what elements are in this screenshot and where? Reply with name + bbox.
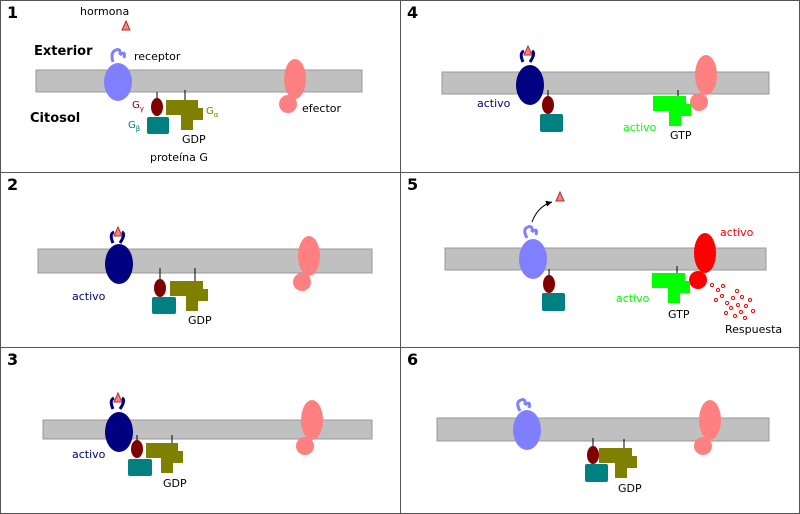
effector-icon [284,59,306,99]
g-gamma-icon [131,440,143,458]
receptor-binding-site [109,230,126,244]
panel-6-content: GDP [436,398,770,495]
respuesta-label: Respuesta [725,323,782,336]
g-beta-icon [152,297,176,314]
membrane [444,247,767,271]
g-beta-icon [147,117,169,134]
gdp-label: GDP [618,482,642,495]
panel-number: 6 [407,350,419,369]
receptor-binding-site [519,49,536,63]
g-beta-icon [585,464,608,482]
receptor-icon [513,410,541,450]
panel-4-content: activo activo GTP [441,44,770,142]
gtp-label: GTP [668,308,690,321]
g-gamma-icon [543,275,555,293]
exterior-label: Exterior [34,44,93,59]
receptor-binding-site [110,48,126,63]
effector-catalytic-icon [293,273,311,291]
receptor-icon [519,239,547,279]
activo-label: activo [72,448,106,461]
g-beta-icon [540,114,563,132]
hormone-icon [555,190,565,202]
hormone-icon [523,44,533,56]
activo-label: activo [72,290,106,303]
effector-catalytic-icon [689,271,707,289]
g-beta-icon [542,293,565,311]
effector-icon [301,400,323,440]
gdp-label: GDP [182,133,206,146]
receptor-binding-site [516,398,531,412]
panel-number: 2 [7,175,19,194]
panel-2-content: activo GDP [37,225,373,327]
panel-number: 3 [7,350,19,369]
receptor-icon [516,65,544,105]
receptor-icon [105,412,133,452]
g-alpha-label: Gα [206,106,219,119]
effector-catalytic-icon [694,437,712,455]
membrane [441,71,770,95]
g-alpha-active-icon [652,273,690,303]
g-gamma-label: Gγ [132,100,144,113]
g-gamma-icon [151,98,163,116]
citosol-label: Citosol [30,111,80,126]
gdp-label: GDP [163,477,187,490]
g-alpha-icon [170,281,208,311]
g-gamma-icon [587,446,599,464]
effector-icon [695,55,717,95]
effector-catalytic-icon [279,95,297,113]
receptor-icon [105,244,133,284]
gdp-label: GDP [188,314,212,327]
proteina-g-label: proteína G [150,151,208,164]
receptor-icon [104,63,132,101]
receptor-binding-site [523,225,538,239]
membrane [35,69,363,93]
g-beta-label: Gβ [128,120,140,133]
receptor-label: receptor [134,50,181,63]
effector-catalytic-icon [296,437,314,455]
receptor-binding-site [109,396,126,410]
hormone-icon [113,225,123,237]
g-alpha-icon [146,443,183,473]
activo-label: activo [477,97,511,110]
panel-number: 1 [7,3,19,22]
activo-label: activo [720,226,754,239]
g-alpha-icon [599,448,637,478]
panel-1-content: hormona Exterior Citosol receptor efecto… [30,5,363,164]
efector-label: efector [302,102,341,115]
panel-3-content: activo GDP [42,391,373,490]
g-alpha-active-icon [653,96,691,126]
effector-active-icon [694,233,716,273]
effector-icon [699,400,721,440]
response-particles-icon [709,282,756,321]
panel-number: 4 [407,3,419,22]
g-gamma-icon [154,279,166,297]
effector-catalytic-icon [690,93,708,111]
hormona-label: hormona [80,5,129,18]
panel-number: 5 [407,175,419,194]
activo-label: activo [616,292,650,305]
hormone-icon [113,391,123,403]
hormone-icon [121,19,131,31]
gtp-label: GTP [670,129,692,142]
g-beta-icon [128,459,152,476]
g-alpha-icon [166,100,203,130]
activo-label: activo [623,121,657,134]
membrane [37,248,373,274]
release-arrow [531,200,553,223]
panel-5-content: activo activo GTP Respuesta [444,190,782,336]
g-gamma-icon [542,96,554,114]
effector-icon [298,236,320,276]
